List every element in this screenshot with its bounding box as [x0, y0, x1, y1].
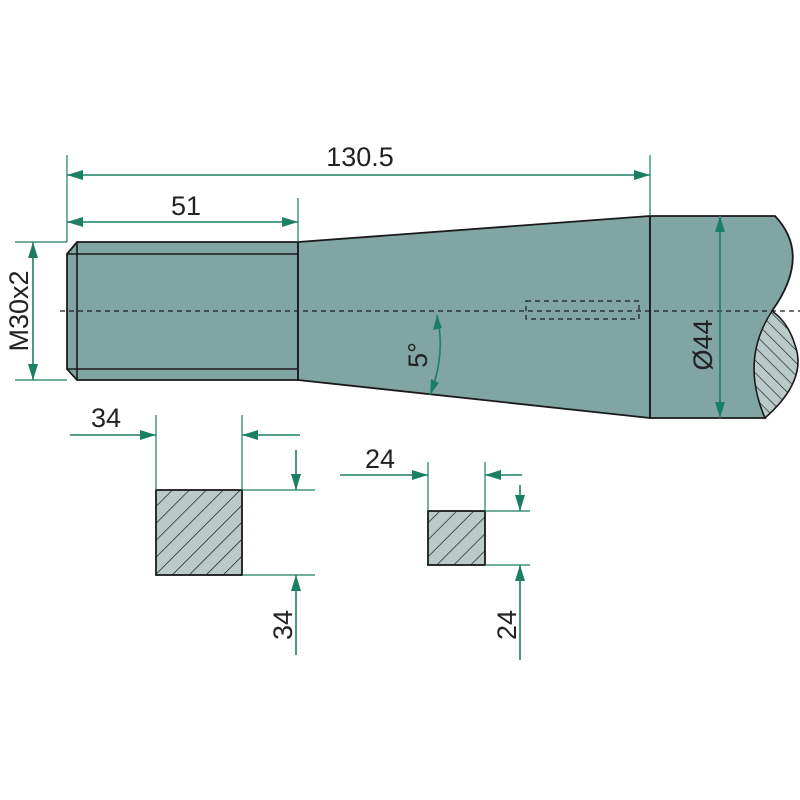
keyway-slot	[525, 300, 640, 320]
square-section-large	[155, 489, 243, 576]
arrowheads	[140, 430, 258, 440]
square-large-height-label: 34	[268, 610, 298, 640]
square-large-width-label: 34	[91, 403, 121, 433]
square-section-24: 24 24	[340, 444, 530, 660]
square-section-small	[427, 510, 486, 566]
dimension-head-diameter: Ø44	[688, 216, 725, 418]
square-small-width-label: 24	[365, 444, 395, 474]
dimension-overall-length: 130.5	[66, 142, 651, 242]
tapered-section	[297, 215, 651, 420]
pin-body	[60, 215, 800, 420]
arrowheads	[412, 470, 501, 480]
dimension-thread-length: 51	[67, 191, 299, 242]
thread-length-label: 51	[171, 191, 201, 221]
threaded-section	[66, 241, 299, 381]
square-section-34: 34 34	[70, 403, 315, 655]
dimension-thread: M30x2	[4, 241, 67, 381]
dimension-taper-angle: 5°	[403, 314, 442, 396]
arrowheads	[430, 315, 442, 395]
taper-angle-label: 5°	[403, 342, 433, 368]
arrowheads	[291, 474, 301, 591]
head-diameter-label: Ø44	[688, 319, 718, 370]
arrowheads	[28, 242, 38, 380]
square-small-height-label: 24	[492, 610, 522, 640]
arrowheads	[515, 495, 525, 581]
cross-section-hatch	[753, 309, 799, 420]
thread-label: M30x2	[4, 270, 34, 351]
overall-length-label: 130.5	[326, 142, 394, 172]
